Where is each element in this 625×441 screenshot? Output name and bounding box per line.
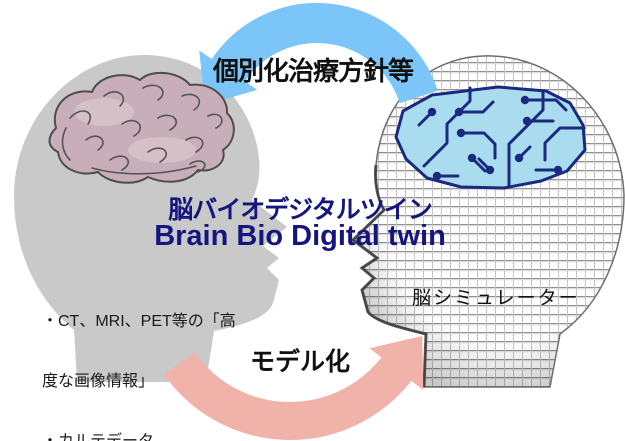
circuit-brain-icon (394, 85, 587, 190)
arrowhead-right-icon (369, 336, 424, 390)
curved-arrow-left-to-right (163, 336, 424, 440)
right-head-label: 脳シミュレーター (412, 288, 580, 309)
left-head-notes: ・CT、MRI、PET等の「高 度な画像情報」 ・カルテデータ (42, 272, 247, 441)
diagram-title-japanese: 脳バイオデジタルツイン (168, 196, 433, 224)
mesh-face-edge (350, 164, 428, 388)
left-head-note-line1: ・CT、MRI、PET等の「高 (42, 313, 236, 330)
left-head-note-line2: 度な画像情報」 (42, 373, 155, 390)
diagram-title-english: Brain Bio Digital twin (154, 220, 446, 252)
top-arrow-label: 個別化治療方針等 (212, 56, 414, 86)
biological-brain-icon (48, 71, 235, 184)
bottom-arrow-label: モデル化 (249, 348, 350, 376)
left-head-note-line3: ・カルテデータ (42, 432, 247, 441)
